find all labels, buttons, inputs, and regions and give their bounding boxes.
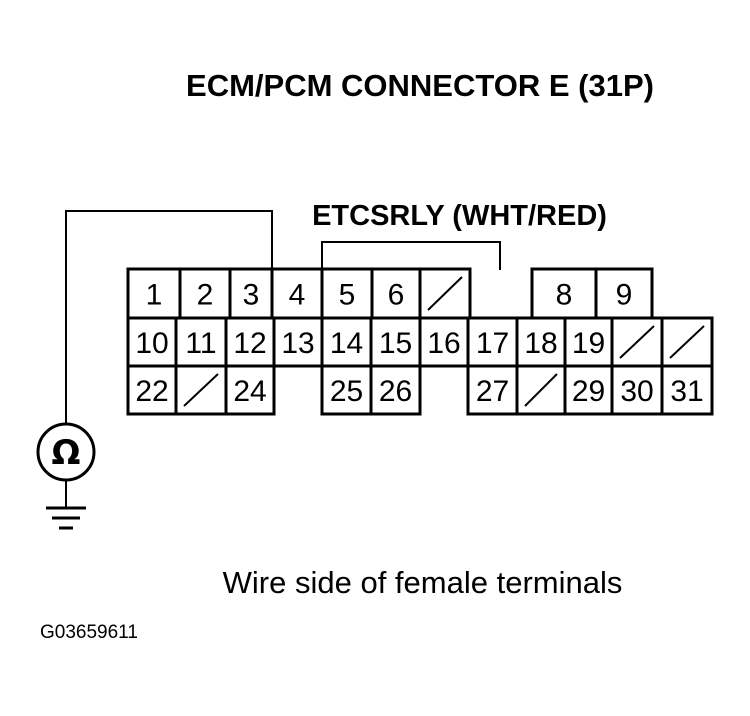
ohm-icon: Ω (52, 433, 81, 473)
terminal-number: 30 (620, 375, 653, 408)
ohmmeter: Ω (36, 422, 96, 482)
terminal-number: 15 (379, 327, 412, 360)
terminal-number: 14 (330, 327, 363, 360)
unused-slash-icon (183, 373, 219, 407)
unused-slash-icon (427, 276, 463, 311)
terminal-cell (272, 316, 324, 368)
terminal-number: 16 (427, 327, 460, 360)
unused-slash-icon (619, 325, 655, 359)
terminal-cell (610, 364, 664, 416)
terminal-number: 12 (233, 327, 266, 360)
terminal-number: 3 (243, 279, 260, 312)
terminal-number: 9 (616, 279, 633, 312)
unused-slash-icon (669, 325, 705, 359)
terminal-cell (320, 364, 373, 416)
ohmmeter-circle (36, 422, 96, 482)
terminal-number: 17 (476, 327, 509, 360)
terminal-cell (530, 267, 598, 320)
terminal-number: 4 (289, 279, 306, 312)
terminal-number: 5 (339, 279, 356, 312)
unused-slash-icon (524, 373, 558, 407)
terminal-number: 10 (135, 327, 168, 360)
terminal-bracket (321, 241, 501, 270)
terminal-number: 1 (146, 279, 163, 312)
terminal-number: 31 (670, 375, 703, 408)
terminal-cell (178, 267, 232, 320)
terminal-number: 18 (524, 327, 557, 360)
terminal-number: 26 (379, 375, 412, 408)
terminal-cell (418, 316, 470, 368)
terminal-number: 8 (556, 279, 573, 312)
terminal-cell (369, 364, 422, 416)
terminal-cell (660, 364, 714, 416)
connector-title: ECM/PCM CONNECTOR E (31P) (186, 68, 654, 103)
terminal-number: 2 (197, 279, 214, 312)
terminal-cell (224, 364, 276, 416)
ground-icon (46, 506, 86, 530)
terminal-cell (369, 316, 422, 368)
wire-label: ETCSRLY (WHT/RED) (312, 200, 607, 232)
terminal-number: 24 (233, 375, 266, 408)
terminal-cell (466, 364, 519, 416)
terminal-number: 27 (476, 375, 509, 408)
terminal-number: 11 (185, 327, 216, 360)
terminal-number: 19 (572, 327, 605, 360)
figure-code: G03659611 (40, 622, 138, 643)
terminal-number: 25 (330, 375, 363, 408)
terminal-number: 6 (388, 279, 405, 312)
view-caption: Wire side of female terminals (222, 565, 623, 600)
meter-wire (65, 210, 501, 507)
terminal-number: 29 (572, 375, 605, 408)
terminal-number: 22 (135, 375, 168, 408)
terminal-number: 13 (281, 327, 314, 360)
probe-lead (65, 210, 273, 423)
